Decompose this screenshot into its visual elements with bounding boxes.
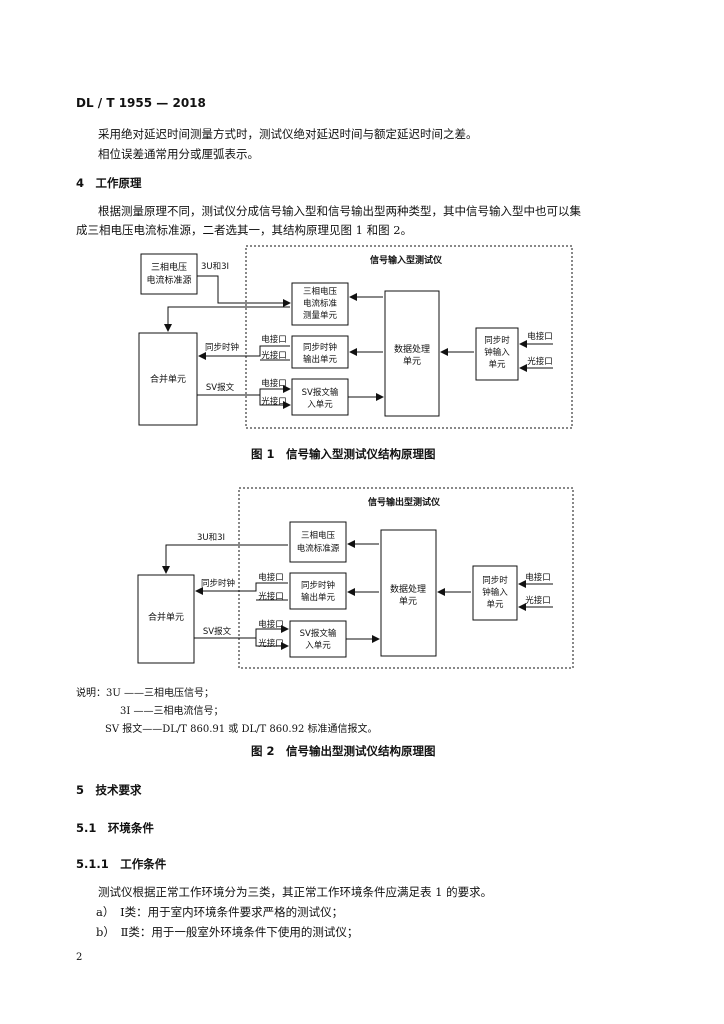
figure-1-caption: 图 1 信号输入型测试仪结构原理图	[251, 447, 436, 461]
fig2-opt-2: 光接口	[258, 638, 284, 649]
intro-line-1: 采用绝对延迟时间测量方式时，测试仪绝对延迟时间与额定延迟时间之差。	[98, 127, 478, 141]
fig2-sync-out-l2: 输出单元	[301, 592, 336, 603]
fig2-sync-label: 同步时钟	[201, 578, 235, 589]
figure-2-caption: 图 2 信号输出型测试仪结构原理图	[251, 744, 436, 758]
section-5-title: 5 技术要求	[76, 783, 142, 797]
fig1-sv-label: SV报文	[206, 382, 235, 393]
fig1-sv-in-l1: SV报文输	[302, 387, 339, 398]
fig1-sync-in-l3: 单元	[488, 359, 506, 370]
section-5-1-1-title: 5.1.1 工作条件	[76, 857, 167, 871]
fig1-sv-in-l2: 入单元	[307, 399, 333, 410]
section-5-1-1-para: 测试仪根据正常工作环境分为三类，其正常工作环境条件应满足表 1 的要求。	[98, 885, 493, 899]
section-4-para-2: 成三相电压电流标准源，二者选其一，其结构原理见图 1 和图 2。	[76, 223, 413, 237]
fig1-dp-l2: 单元	[403, 355, 421, 367]
note-line-1: 说明：3U ——三相电压信号；	[76, 688, 214, 699]
fig1-sync-label: 同步时钟	[205, 342, 239, 353]
document-header: DL / T 1955 — 2018	[76, 96, 206, 110]
fig2-sync-out-box	[289, 572, 347, 610]
fig2-sv-in-l2: 入单元	[305, 640, 331, 651]
list-item-b: b） Ⅱ类：用于一般室外环境条件下使用的测试仪；	[96, 925, 359, 939]
fig2-source-l1: 三相电压	[301, 530, 336, 541]
fig1-measure-l1: 三相电压	[303, 286, 338, 297]
fig2-dp-box	[380, 529, 437, 657]
list-item-a: a） Ⅰ类：用于室内环境条件要求严格的测试仪；	[96, 905, 344, 919]
fig2-source-l2: 电流标准源	[297, 543, 340, 554]
fig1-dp-box	[384, 290, 440, 417]
fig2-sv-in-l1: SV报文输	[300, 628, 337, 639]
fig1-opt-2: 光接口	[261, 396, 287, 407]
fig1-measure-l3: 测量单元	[303, 310, 338, 321]
fig1-merge-box	[138, 332, 198, 426]
page-number: 2	[76, 952, 83, 963]
fig1-opt-1: 光接口	[261, 350, 287, 361]
fig1-elec-3: 电接口	[527, 331, 553, 342]
fig1-frame	[245, 245, 573, 429]
section-5-1-title: 5.1 环境条件	[76, 821, 154, 835]
fig2-sv-label: SV报文	[203, 626, 232, 637]
fig1-sync-in-l2: 钟输入	[484, 347, 510, 358]
fig2-source-out-label: 3U和3I	[197, 533, 225, 543]
fig1-merge-label: 合并单元	[150, 373, 186, 385]
fig2-elec-3: 电接口	[525, 572, 551, 583]
fig2-sync-in-l1: 同步时	[482, 575, 508, 586]
fig1-source-l2: 电流标准源	[146, 274, 191, 286]
section-4-title: 4 工作原理	[76, 176, 142, 190]
fig1-source-l1: 三相电压	[151, 261, 187, 273]
fig1-measure-box	[291, 282, 349, 326]
fig2-elec-2: 电接口	[258, 619, 284, 630]
section-4-para-1: 根据测量原理不同，测试仪分成信号输入型和信号输出型两种类型，其中信号输入型中也可…	[98, 204, 581, 218]
fig2-sync-in-box	[472, 565, 518, 621]
fig1-frame-title: 信号输入型测试仪	[370, 254, 443, 266]
fig1-elec-1: 电接口	[261, 334, 287, 345]
fig1-opt-3: 光接口	[527, 356, 553, 367]
fig2-elec-1: 电接口	[258, 572, 284, 583]
fig1-sync-out-l1: 同步时钟	[303, 342, 337, 353]
fig1-measure-l2: 电流标准	[303, 298, 338, 309]
fig1-sync-in-l1: 同步时	[484, 335, 510, 346]
fig1-elec-2: 电接口	[261, 378, 287, 389]
fig2-sync-in-l3: 单元	[486, 599, 504, 610]
fig2-merge-box	[137, 574, 195, 664]
fig2-merge-label: 合并单元	[148, 611, 184, 623]
fig2-sync-in-l2: 钟输入	[482, 587, 508, 598]
fig1-source-box	[140, 253, 198, 295]
fig1-dp-l1: 数据处理	[394, 343, 430, 355]
note-line-3: SV 报文——DL/T 860.91 或 DL/T 860.92 标准通信报文。	[105, 724, 378, 735]
fig2-dp-l2: 单元	[399, 595, 417, 607]
fig1-sync-out-l2: 输出单元	[303, 354, 338, 365]
fig2-opt-1: 光接口	[258, 591, 284, 602]
fig2-sv-in-box	[289, 620, 347, 658]
fig2-frame	[238, 487, 574, 669]
fig2-frame-title: 信号输出型测试仪	[368, 496, 441, 508]
fig1-source-out-label: 3U和3I	[201, 262, 229, 272]
fig1-sync-in-box	[475, 327, 519, 381]
fig1-sync-out-box	[291, 335, 349, 369]
fig2-opt-3: 光接口	[525, 595, 551, 606]
fig2-sync-out-l1: 同步时钟	[301, 580, 335, 591]
fig2-dp-l1: 数据处理	[390, 583, 426, 595]
fig2-source-box	[289, 521, 347, 563]
note-line-2: 3I ——三相电流信号；	[120, 706, 224, 717]
intro-line-2: 相位误差通常用分或厘弧表示。	[98, 147, 259, 161]
